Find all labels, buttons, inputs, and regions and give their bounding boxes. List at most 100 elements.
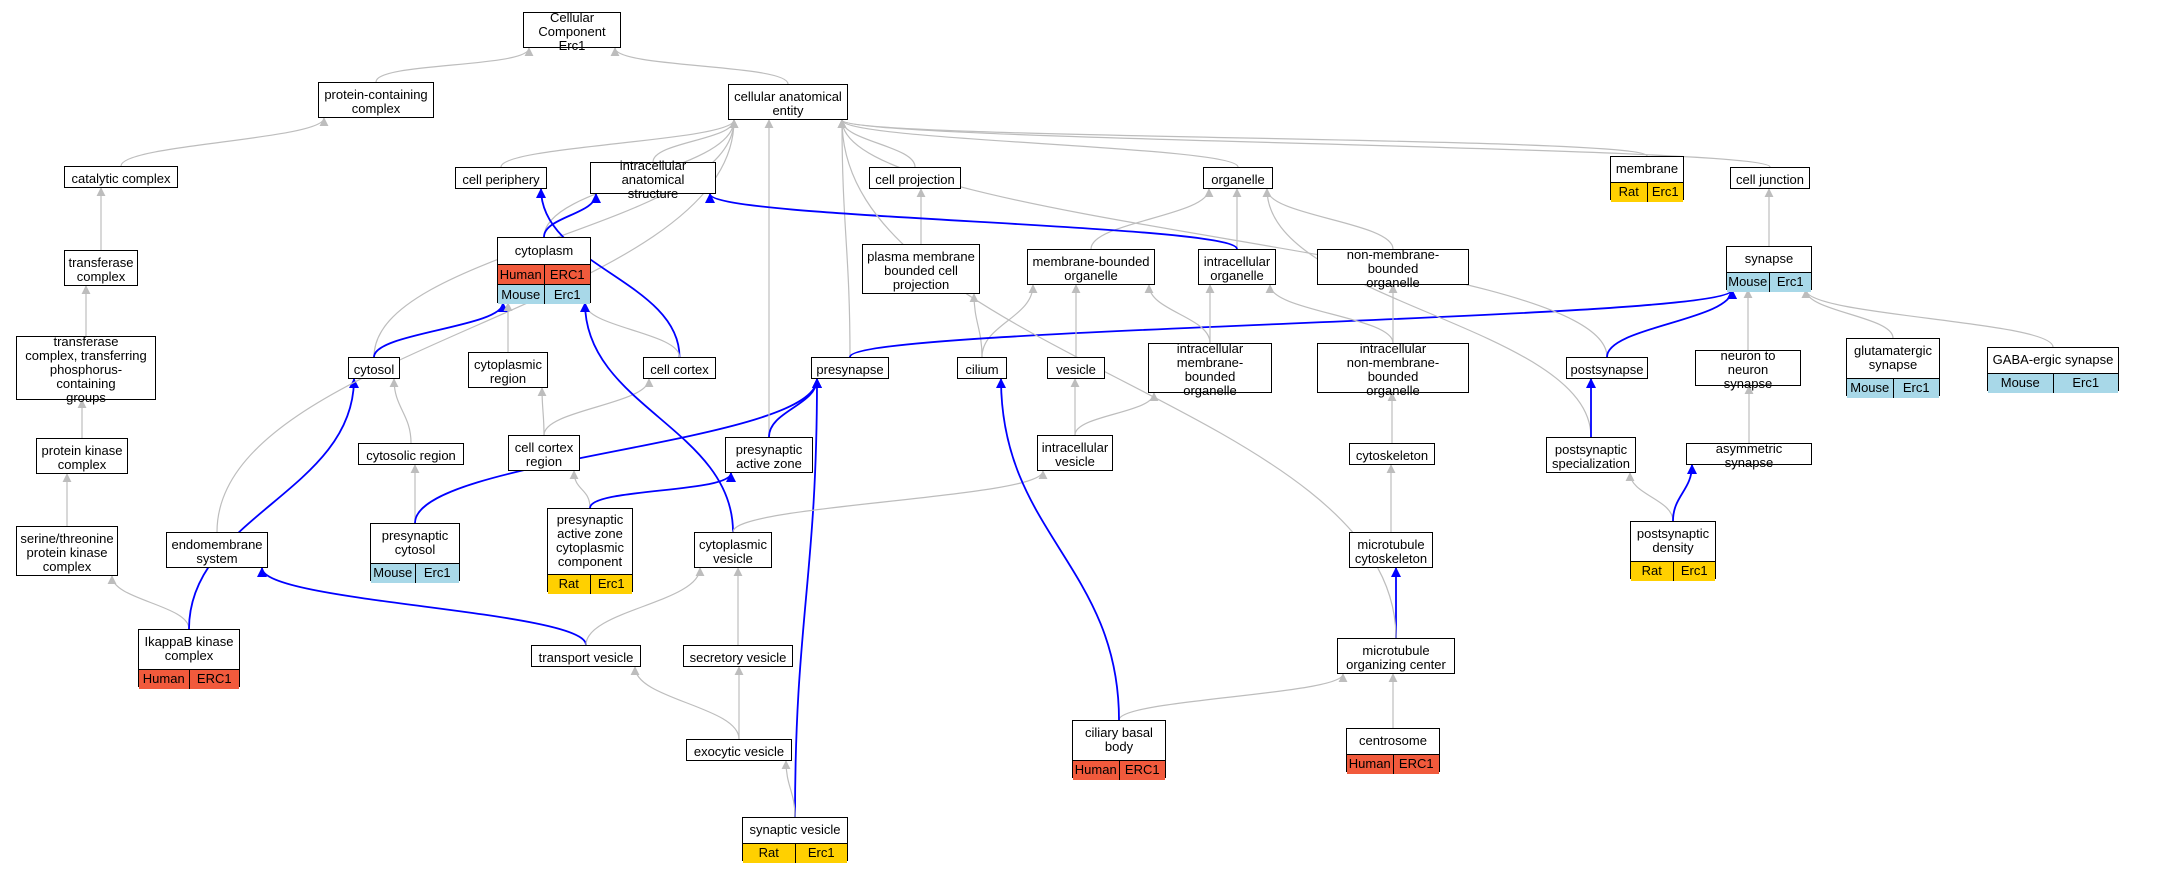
node-catc[interactable]: catalytic complex [64, 166, 178, 188]
node-cae[interactable]: cellular anatomical entity [728, 84, 848, 120]
node-label: postsynaptic density [1636, 526, 1710, 556]
gene-label: Erc1 [1672, 561, 1716, 581]
edge-pcyt-to-presyn [414, 378, 822, 524]
node-organelle[interactable]: organelle [1203, 167, 1273, 189]
node-label: ciliary basal body [1085, 725, 1153, 755]
node-label: endomembrane system [171, 536, 263, 566]
node-label: synaptic vesicle [749, 822, 841, 838]
node-label: cytosolic region [366, 447, 456, 463]
node-cytreg[interactable]: cytoplasmic region [468, 352, 548, 388]
node-cves[interactable]: cytoplasmic vesicle [694, 532, 772, 568]
node-cjunc[interactable]: cell junction [1730, 167, 1810, 189]
edge-cper-to-cae [500, 119, 739, 168]
edge-synves-to-eves [781, 760, 796, 818]
node-pkc[interactable]: protein kinase complex [36, 438, 128, 474]
node-label: microtubule cytoskeleton [1354, 536, 1428, 566]
edge-inmbo-to-io [1265, 284, 1394, 344]
node-imbo[interactable]: intracellular membrane-bounded organelle [1148, 341, 1272, 397]
node-tcp[interactable]: transferase complex, transferring phosph… [16, 334, 156, 404]
edge-pazcc-to-ccreg [569, 470, 591, 509]
node-pmbcp[interactable]: plasma membrane bounded cell projection [862, 244, 980, 294]
node-ias[interactable]: intracellular anatomical structure [590, 158, 716, 200]
node-cytosreg[interactable]: cytosolic region [358, 443, 464, 465]
node-tves[interactable]: transport vesicle [531, 645, 641, 667]
node-iv[interactable]: intracellular vesicle [1037, 435, 1113, 471]
species-label: Rat [1618, 184, 1639, 199]
node-cilium[interactable]: cilium [957, 357, 1007, 379]
node-cproj[interactable]: cell projection [869, 167, 961, 189]
node-io[interactable]: intracellular organelle [1198, 249, 1276, 285]
node-mtoc[interactable]: microtubule organizing center [1337, 638, 1455, 674]
node-postsyn[interactable]: postsynapse [1566, 357, 1648, 379]
node-label: cellular anatomical entity [734, 88, 842, 118]
node-pcc[interactable]: protein-containing complex [318, 82, 434, 118]
node-eves[interactable]: exocytic vesicle [686, 739, 792, 761]
node-label: catalytic complex [71, 170, 171, 186]
edge-ccortex-to-cyto [580, 302, 681, 358]
node-vesicle[interactable]: vesicle [1047, 357, 1105, 379]
edge-catc-to-pcc [120, 117, 329, 167]
species-label: Rat [558, 576, 579, 591]
node-cskel[interactable]: cytoskeleton [1349, 443, 1435, 465]
species-label: Mouse [1850, 380, 1890, 395]
node-label: postsynapse [1570, 361, 1644, 377]
node-stpk[interactable]: serine/threonine protein kinase complex [16, 526, 118, 576]
node-label: asymmetric synapse [1715, 440, 1783, 470]
node-label: cell junction [1736, 171, 1804, 187]
edge-cbb-to-mtoc [1118, 673, 1348, 721]
node-psspec[interactable]: postsynaptic specialization [1546, 437, 1636, 473]
node-label: exocytic vesicle [693, 743, 785, 759]
edge-psd-to-psspec [1625, 472, 1674, 522]
node-mtcs[interactable]: microtubule cytoskeleton [1349, 532, 1433, 568]
edge-iv-to-imbo [1074, 392, 1159, 436]
node-nmbo[interactable]: non-membrane-bounded organelle [1317, 247, 1469, 289]
node-mbo[interactable]: membrane-bounded organelle [1027, 249, 1155, 285]
node-asyn[interactable]: asymmetric synapse [1686, 440, 1812, 470]
edge-cyto-to-ias [543, 193, 601, 238]
node-paz[interactable]: presynaptic active zone [725, 437, 813, 473]
node-endo[interactable]: endomembrane system [166, 532, 268, 568]
edge-ikk-to-stpk [107, 575, 190, 630]
node-sves[interactable]: secretory vesicle [683, 645, 793, 667]
edge-synves-to-presyn [794, 378, 822, 818]
node-label: membrane [1615, 161, 1679, 177]
edge-paz-to-presyn [768, 378, 822, 438]
node-ccortex[interactable]: cell cortex [643, 357, 716, 379]
edge-mtoc-to-cae [837, 119, 1397, 639]
node-cper[interactable]: cell periphery [455, 167, 547, 189]
node-ccreg[interactable]: cell cortex region [508, 435, 580, 471]
edge-cilium-to-mbo [981, 284, 1038, 358]
node-cc[interactable]: Cellular Component Erc1 [523, 10, 621, 52]
node-label: glutamatergic synapse [1853, 343, 1933, 373]
edge-tves-to-cves [585, 567, 705, 646]
node-label: cell cortex region [514, 439, 574, 469]
node-nns[interactable]: neuron to neuron synapse [1695, 348, 1801, 390]
node-presyn[interactable]: presynapse [811, 357, 889, 379]
edge-cilium-to-pmbcp [969, 293, 983, 358]
node-inmbo[interactable]: intracellular non-membrane-bounded organ… [1317, 341, 1469, 397]
node-pazcc[interactable]: presynaptic active zone cytoplasmic comp… [547, 508, 633, 594]
node-tc[interactable]: transferase complex [64, 250, 138, 286]
node-label: protein kinase complex [41, 442, 123, 472]
edge-cves-to-cyto [580, 302, 734, 533]
node-cytosol[interactable]: cytosol [348, 357, 400, 379]
